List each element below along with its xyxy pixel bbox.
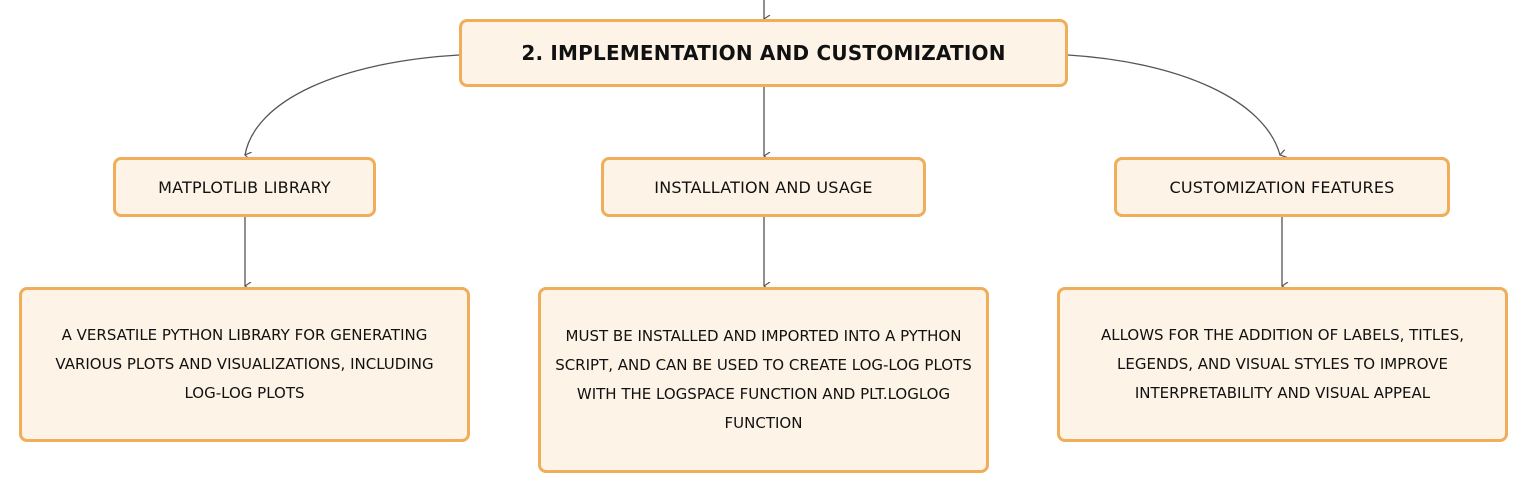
branch-node-label: MATPLOTLIB LIBRARY bbox=[158, 177, 331, 197]
branch-node-label: CUSTOMIZATION FEATURES bbox=[1169, 177, 1395, 197]
detail-node-installation-and-usage[interactable]: MUST BE INSTALLED AND IMPORTED INTO A PY… bbox=[538, 287, 989, 473]
branch-node-label: INSTALLATION AND USAGE bbox=[654, 177, 873, 197]
branch-node-customization-features[interactable]: CUSTOMIZATION FEATURES bbox=[1114, 157, 1450, 217]
root-node[interactable]: 2. IMPLEMENTATION AND CUSTOMIZATION bbox=[459, 19, 1068, 87]
branch-node-installation-and-usage[interactable]: INSTALLATION AND USAGE bbox=[601, 157, 926, 217]
detail-node-matplotlib-library[interactable]: A VERSATILE PYTHON LIBRARY FOR GENERATIN… bbox=[19, 287, 470, 442]
detail-node-text: A VERSATILE PYTHON LIBRARY FOR GENERATIN… bbox=[55, 326, 434, 402]
connector-root-to-customization bbox=[1067, 54, 1280, 155]
root-node-label: 2. IMPLEMENTATION AND CUSTOMIZATION bbox=[521, 41, 1006, 65]
detail-node-text: MUST BE INSTALLED AND IMPORTED INTO A PY… bbox=[555, 327, 972, 432]
detail-node-text: ALLOWS FOR THE ADDITION OF LABELS, TITLE… bbox=[1100, 326, 1465, 402]
branch-node-matplotlib-library[interactable]: MATPLOTLIB LIBRARY bbox=[113, 157, 376, 217]
connector-root-to-matplotlib bbox=[245, 54, 460, 155]
detail-node-customization-features[interactable]: ALLOWS FOR THE ADDITION OF LABELS, TITLE… bbox=[1057, 287, 1508, 442]
